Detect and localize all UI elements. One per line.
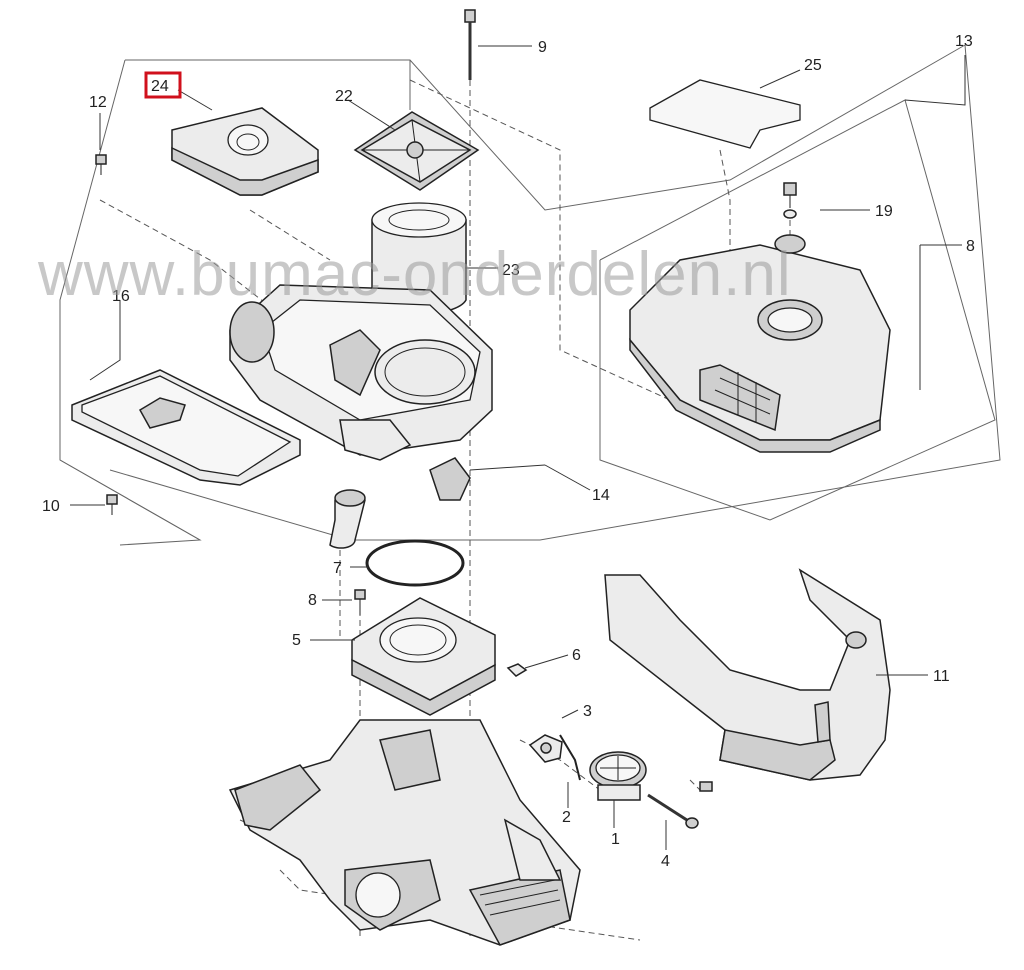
part-2-clip (559, 734, 581, 781)
label-6: 6 (572, 647, 581, 664)
part-3-small-gasket (528, 734, 563, 763)
watermark-text: www.bumac-onderdelen.nl (37, 240, 792, 309)
part-4-rod (647, 793, 699, 829)
label-19: 19 (875, 203, 893, 220)
part-14-filter-housing (229, 284, 493, 501)
label-13: 13 (955, 33, 973, 50)
label-25: 25 (804, 57, 822, 74)
leader-lines (70, 45, 966, 850)
small-screws (95, 154, 713, 792)
part-25-sticker (649, 79, 801, 149)
label-23: 23 (502, 262, 520, 279)
label-8-screw: 8 (308, 592, 317, 609)
label-9: 9 (538, 39, 547, 56)
label-3: 3 (583, 703, 592, 720)
label-14: 14 (592, 487, 610, 504)
label-2: 2 (562, 809, 571, 826)
part-hose (329, 489, 366, 549)
part-13-top-cover (629, 244, 891, 453)
highlight-box-24 (144, 71, 182, 99)
engine-block (228, 719, 581, 946)
part-16-gasket (71, 369, 301, 486)
label-11: 11 (933, 668, 950, 685)
label-8-cover: 8 (966, 238, 975, 255)
part-number-labels: 1 2 3 4 5 6 7 8 8 9 10 11 12 13 14 16 19… (42, 33, 975, 870)
part-1-intake-grid (589, 751, 647, 801)
assembly-frame-lines (59, 44, 1001, 546)
label-16: 16 (112, 288, 130, 305)
label-22: 22 (335, 88, 353, 105)
part-11-side-cover (604, 568, 891, 781)
label-10: 10 (42, 498, 60, 515)
label-4: 4 (661, 853, 670, 870)
label-24: 24 (151, 78, 169, 95)
part-19-screw-washer (774, 182, 806, 254)
label-12: 12 (89, 94, 107, 111)
part-5-adapter (351, 597, 496, 716)
label-5: 5 (292, 632, 301, 649)
part-7-o-ring (365, 539, 465, 587)
part-22-filter-housing-top (353, 111, 480, 191)
label-7: 7 (333, 560, 342, 577)
label-1: 1 (611, 831, 620, 848)
part-6-nut (506, 663, 528, 677)
part-24-air-filter (171, 107, 319, 196)
part-9-bolt (464, 9, 476, 80)
